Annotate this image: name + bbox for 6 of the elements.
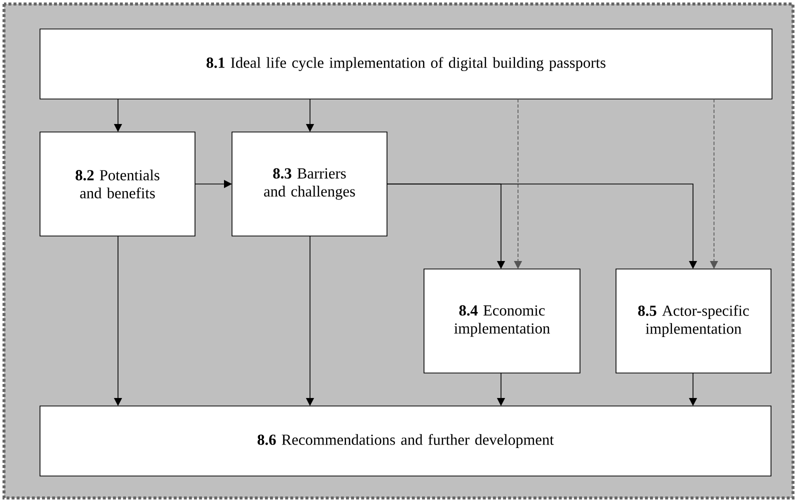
section-box: 8.5 Actor-specific implementation [616, 268, 772, 374]
section-box: 8.6 Recommendations and further development [40, 406, 772, 476]
section-box: 8.4 Economic implementation [424, 268, 580, 374]
section-box: 8.1 Ideal life cycle implementation of digital building passports [40, 28, 772, 100]
section-box: 8.3 Barriers and challenges [232, 132, 388, 236]
section-box: 8.2 Potentials and benefits [40, 132, 196, 236]
